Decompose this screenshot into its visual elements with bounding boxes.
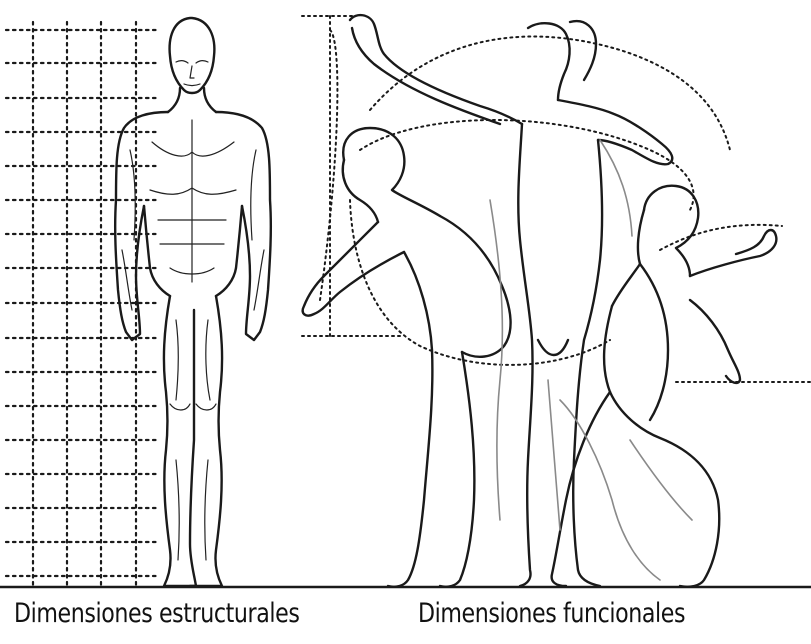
reach-dimension-lines xyxy=(302,16,811,382)
functional-dimensions-caption: Dimensiones funcionales xyxy=(418,598,685,629)
reaching-figure xyxy=(350,15,672,586)
standing-figure xyxy=(115,18,271,586)
bending-figure xyxy=(303,128,511,587)
structural-dimensions-caption: Dimensiones estructurales xyxy=(14,598,299,629)
crouching-figure xyxy=(552,186,777,587)
overlap-sketch-lines xyxy=(490,140,632,530)
